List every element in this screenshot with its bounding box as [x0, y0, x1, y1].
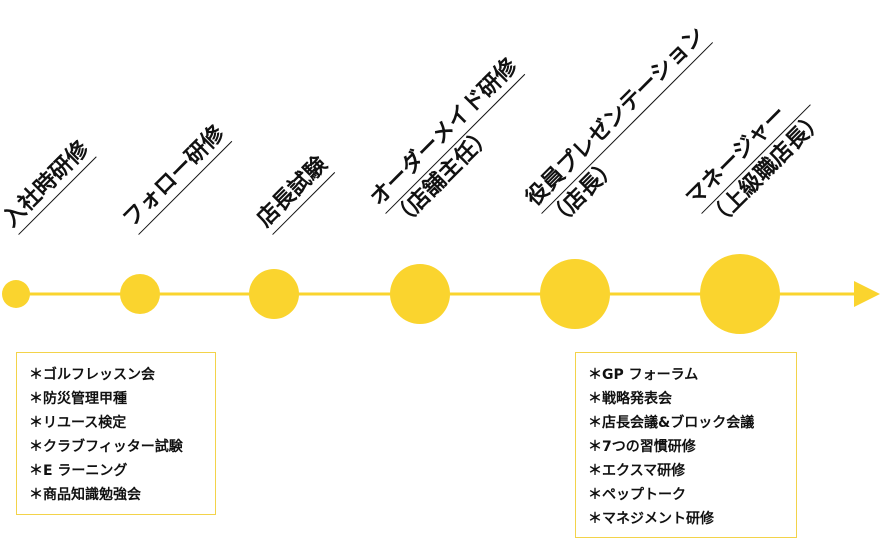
- training-item: ＊クラブフィッター試験: [29, 439, 183, 455]
- training-box-right: ＊GP フォーラム ＊戦略発表会 ＊店長会議&ブロック会議 ＊7つの習慣研修 ＊…: [575, 352, 797, 538]
- training-item: ＊防災管理甲種: [29, 391, 127, 407]
- training-box-left: ＊ゴルフレッスン会 ＊防災管理甲種 ＊リユース検定 ＊クラブフィッター試験 ＊E…: [16, 352, 216, 515]
- training-item: ＊商品知識勉強会: [29, 487, 141, 503]
- milestone-circle-5: [540, 259, 610, 329]
- training-item: ＊戦略発表会: [588, 391, 672, 407]
- training-item: ＊ペップトーク: [588, 487, 686, 503]
- milestone-circle-2: [120, 274, 160, 314]
- training-item: ＊ゴルフレッスン会: [29, 367, 155, 383]
- training-item: ＊エクスマ研修: [588, 463, 686, 479]
- milestone-circle-1: [2, 280, 30, 308]
- milestone-circle-3: [249, 269, 299, 319]
- timeline-arrowhead: [854, 281, 880, 307]
- training-item: ＊マネジメント研修: [588, 511, 714, 527]
- training-item: ＊7つの習慣研修: [588, 439, 696, 455]
- milestone-circle-4: [390, 264, 450, 324]
- training-item: ＊店長会議&ブロック会議: [588, 415, 755, 431]
- training-item: ＊GP フォーラム: [588, 367, 699, 383]
- training-item: ＊E ラーニング: [29, 463, 128, 479]
- milestone-circle-6: [700, 254, 780, 334]
- training-item: ＊リユース検定: [29, 415, 127, 431]
